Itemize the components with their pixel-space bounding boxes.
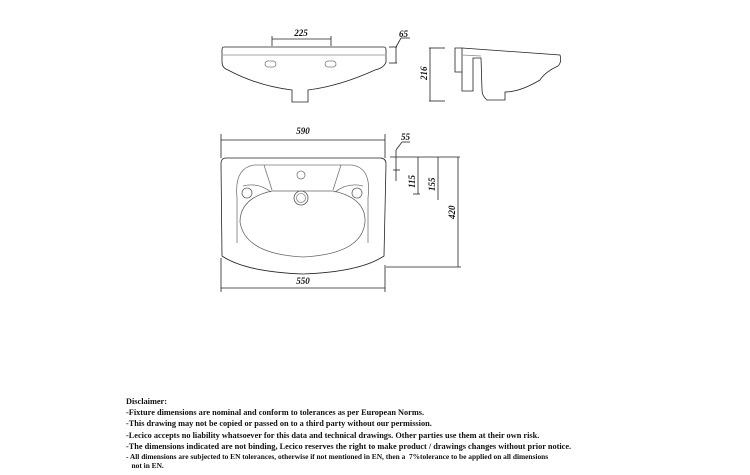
disclaimer-title: Disclaimer:: [126, 397, 168, 406]
dim-225: 225: [293, 28, 308, 38]
dim-115: 115: [407, 174, 417, 188]
disclaimer-line: -Lecico accepts no liability whatsoever …: [126, 430, 540, 440]
top-view: 590 550 55 115 155 420: [220, 126, 461, 292]
dim-65: 65: [399, 29, 409, 39]
disclaimer-line: not in EN.: [126, 461, 164, 471]
dim-550: 550: [296, 276, 310, 286]
dim-55: 55: [401, 132, 411, 142]
disclaimer-line: -This drawing may not be copied or passe…: [126, 419, 432, 429]
side-view: 216: [419, 47, 562, 102]
front-view: 225 65: [221, 28, 410, 103]
disclaimer-line: - All dimensions are subjected to EN tol…: [126, 452, 549, 462]
dim-216: 216: [419, 66, 429, 81]
disclaimer: Disclaimer: -Fixture dimensions are nomi…: [126, 396, 571, 470]
dim-155: 155: [427, 177, 437, 191]
dim-420: 420: [447, 205, 457, 220]
dim-590: 590: [296, 126, 310, 136]
disclaimer-line: -The dimensions indicated are not bindin…: [126, 441, 572, 451]
disclaimer-line: -Fixture dimensions are nominal and conf…: [126, 408, 425, 418]
